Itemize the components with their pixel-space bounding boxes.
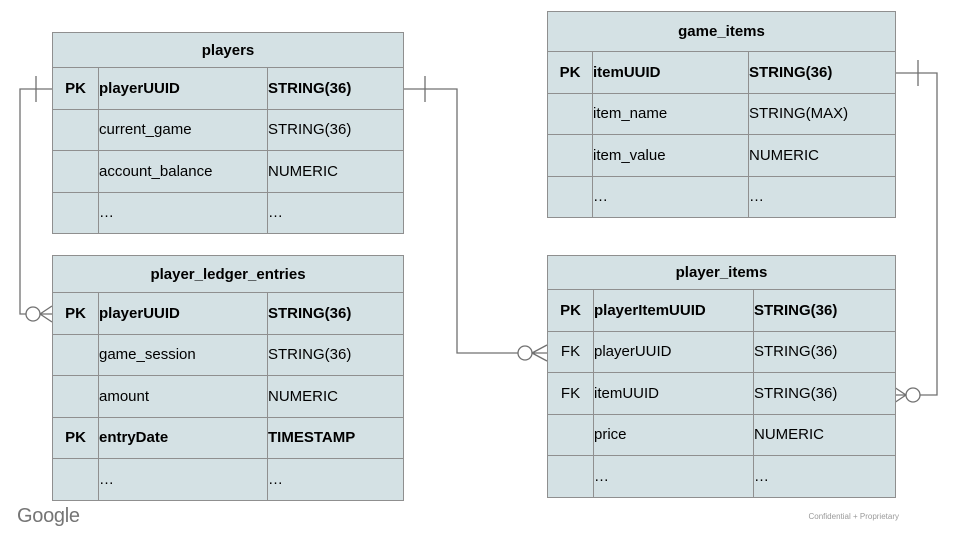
column-name-cell: playerItemUUID — [593, 289, 754, 332]
table-row: … … — [52, 191, 405, 234]
table-row: … … — [547, 175, 897, 218]
key-cell — [52, 108, 99, 151]
key-cell — [52, 333, 99, 376]
column-name-cell: … — [593, 455, 754, 498]
table-header-row: player_ledger_entries — [52, 255, 404, 293]
column-name-cell: itemUUID — [592, 51, 749, 94]
table-row: amount NUMERIC — [52, 375, 404, 418]
zero-marker — [25, 306, 41, 322]
column-name-cell: … — [98, 191, 268, 234]
key-cell: PK — [547, 289, 594, 332]
column-type-cell: STRING(36) — [747, 51, 897, 94]
crows-foot-icon — [531, 344, 548, 362]
key-cell: PK — [52, 416, 99, 459]
table-row: current_game STRING(36) — [52, 108, 405, 151]
column-type-cell: … — [747, 175, 897, 218]
column-type-cell: STRING(36) — [266, 108, 405, 151]
connector-line — [403, 88, 518, 354]
table-title-game-items: game_items — [546, 11, 897, 52]
column-type-cell: STRING(36) — [752, 289, 897, 332]
table-header-row: player_items — [546, 255, 897, 290]
key-cell: PK — [547, 51, 593, 94]
column-type-cell: … — [266, 191, 405, 234]
table-player-ledger-entries: player_ledger_entries PK playerUUID STRI… — [52, 255, 404, 501]
column-type-cell: TIMESTAMP — [267, 416, 404, 459]
table-row: PK playerUUID STRING(36) — [52, 292, 404, 335]
column-name-cell: entryDate — [98, 416, 268, 459]
table-row: game_session STRING(36) — [52, 333, 404, 376]
column-name-cell: current_game — [98, 108, 268, 151]
relationship-players-to-player-items — [403, 76, 548, 362]
crows-foot-icon — [39, 305, 53, 323]
column-type-cell: STRING(36) — [266, 67, 405, 110]
key-cell — [52, 191, 99, 234]
column-name-cell: game_session — [98, 333, 268, 376]
column-name-cell: playerUUID — [593, 330, 754, 373]
key-cell — [547, 134, 593, 177]
confidential-label: Confidential + Proprietary — [808, 512, 900, 521]
key-cell: FK — [547, 330, 594, 373]
table-players: players PK playerUUID STRING(36) current… — [51, 32, 405, 234]
column-type-cell: … — [267, 458, 404, 501]
table-row: PK playerItemUUID STRING(36) — [547, 289, 897, 332]
column-type-cell: NUMERIC — [752, 413, 897, 456]
table-row: … … — [52, 458, 404, 501]
table-title-player-items: player_items — [546, 255, 897, 290]
table-game-items: game_items PK itemUUID STRING(36) item_n… — [546, 11, 897, 218]
table-row: account_balance NUMERIC — [52, 150, 405, 193]
table-row: price NUMERIC — [547, 413, 897, 456]
column-name-cell: … — [98, 458, 268, 501]
connector-line — [19, 88, 52, 315]
connector-line — [895, 72, 938, 396]
table-row: FK playerUUID STRING(36) — [547, 330, 897, 373]
column-type-cell: STRING(36) — [752, 330, 897, 373]
table-title-player-ledger-entries: player_ledger_entries — [52, 255, 404, 293]
table-row: … … — [547, 455, 897, 498]
column-name-cell: playerUUID — [98, 292, 268, 335]
column-name-cell: item_value — [592, 134, 749, 177]
table-header-row: game_items — [546, 11, 897, 52]
key-cell — [547, 175, 593, 218]
column-type-cell: STRING(36) — [267, 292, 404, 335]
key-cell — [52, 150, 99, 193]
column-type-cell: … — [752, 455, 897, 498]
column-name-cell: playerUUID — [98, 67, 268, 110]
table-row: PK playerUUID STRING(36) — [52, 67, 405, 110]
key-cell — [547, 413, 594, 456]
column-type-cell: STRING(MAX) — [747, 92, 897, 135]
key-cell — [547, 455, 594, 498]
column-type-cell: NUMERIC — [267, 375, 404, 418]
column-type-cell: NUMERIC — [266, 150, 405, 193]
key-cell: FK — [547, 372, 594, 415]
table-row: FK itemUUID STRING(36) — [547, 372, 897, 415]
key-cell: PK — [52, 292, 99, 335]
column-name-cell: amount — [98, 375, 268, 418]
table-row: item_name STRING(MAX) — [547, 92, 897, 135]
relationship-game-items-to-player-items — [893, 60, 938, 404]
relationship-players-to-player-ledger-entries — [19, 76, 53, 323]
column-type-cell: STRING(36) — [752, 372, 897, 415]
table-player-items: player_items PK playerItemUUID STRING(36… — [546, 255, 897, 498]
column-name-cell: itemUUID — [593, 372, 754, 415]
key-cell — [547, 92, 593, 135]
column-name-cell: … — [592, 175, 749, 218]
table-row: PK entryDate TIMESTAMP — [52, 416, 404, 459]
table-title-players: players — [51, 32, 405, 68]
column-name-cell: account_balance — [98, 150, 268, 193]
column-name-cell: price — [593, 413, 754, 456]
key-cell — [52, 375, 99, 418]
key-cell: PK — [52, 67, 99, 110]
key-cell — [52, 458, 99, 501]
table-row: item_value NUMERIC — [547, 134, 897, 177]
table-row: PK itemUUID STRING(36) — [547, 51, 897, 94]
column-type-cell: NUMERIC — [747, 134, 897, 177]
column-type-cell: STRING(36) — [267, 333, 404, 376]
zero-marker — [905, 387, 921, 403]
table-header-row: players — [51, 32, 405, 68]
zero-marker — [517, 345, 533, 361]
column-name-cell: item_name — [592, 92, 749, 135]
google-logo: Google — [17, 505, 80, 527]
